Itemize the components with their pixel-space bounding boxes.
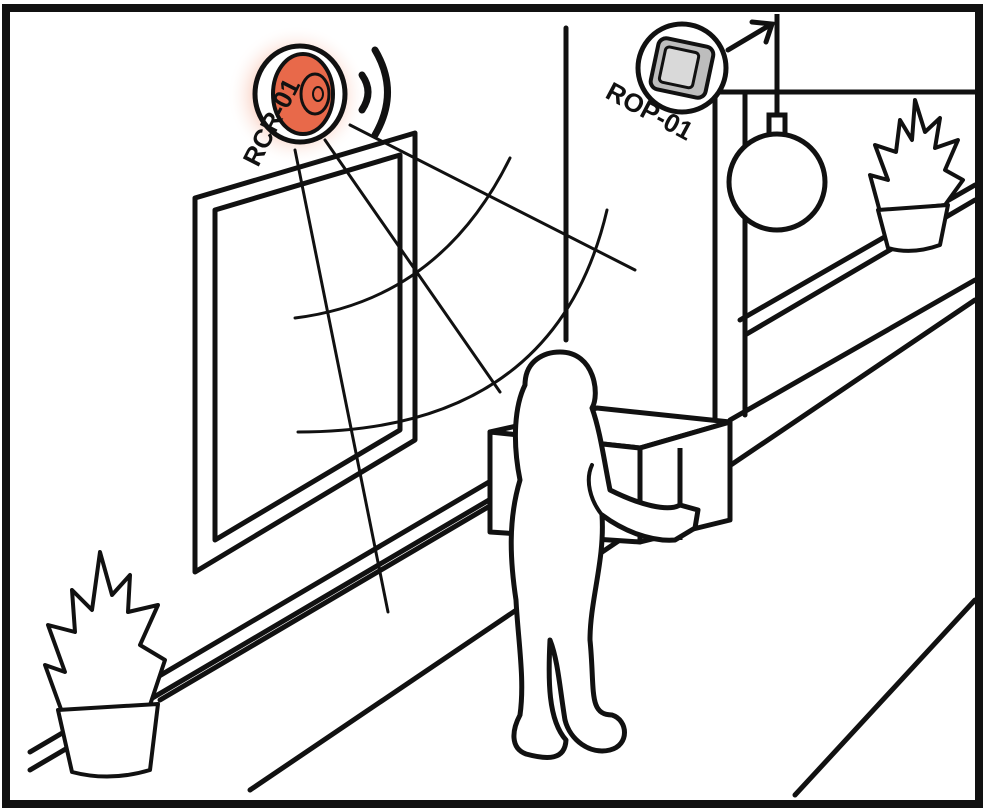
pendant-lamp-icon [726, 14, 828, 233]
potted-plant-icon [43, 550, 167, 779]
potted-plant-icon [868, 98, 965, 253]
corridor-opening [563, 25, 978, 423]
person-carrying-box-icon [508, 349, 701, 760]
outlet-arrow [725, 19, 776, 53]
detection-beams [293, 123, 637, 614]
signal-waves-icon [358, 46, 391, 139]
window [192, 130, 418, 575]
smart-plug-icon [635, 21, 729, 115]
motion-sensor-icon [252, 43, 348, 145]
